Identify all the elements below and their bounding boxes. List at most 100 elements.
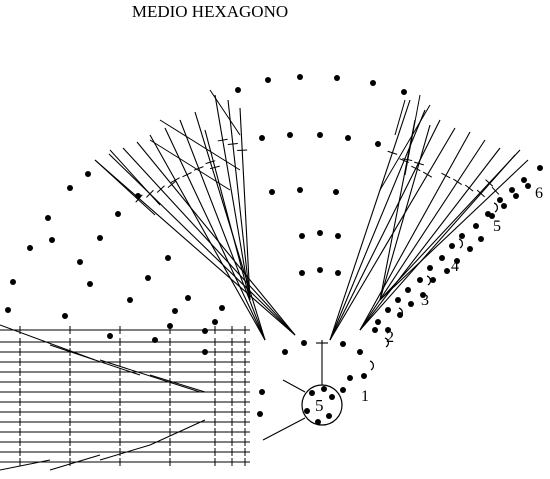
double-crochet-post (329, 119, 441, 341)
post-crossbar (170, 177, 180, 183)
chain-dot (269, 189, 275, 195)
chain-dot (333, 189, 339, 195)
chain-dot (87, 281, 93, 287)
chain-dot (45, 215, 51, 221)
chain-dots (5, 74, 543, 425)
chain-dot (537, 165, 543, 171)
chain-dot (127, 297, 133, 303)
stitch-posts (0, 89, 529, 471)
chain-dot (317, 267, 323, 273)
chain-dot (317, 132, 323, 138)
chain-dot (454, 258, 460, 264)
ring-spoke (262, 417, 306, 441)
chain-dot (152, 337, 158, 343)
ring-count-label: 5 (315, 396, 324, 415)
chain-dot (509, 187, 515, 193)
chain-dot (347, 375, 353, 381)
chain-dot (62, 313, 68, 319)
chain-dot (97, 235, 103, 241)
double-crochet-post (329, 99, 411, 341)
chain-dot (297, 187, 303, 193)
picot-arcs (369, 202, 498, 371)
chain-dot (67, 185, 73, 191)
chain-dot (427, 265, 433, 271)
chain-dot (385, 327, 391, 333)
page-title: MEDIO HEXAGONO (131, 2, 289, 21)
fan-edge (109, 149, 161, 206)
post-crossbar (227, 142, 238, 146)
chain-dot (107, 333, 113, 339)
fan-edge (99, 359, 201, 393)
chain-dot (301, 340, 307, 346)
fan-edge (209, 89, 241, 136)
chain-dot (345, 135, 351, 141)
round-label-5: 5 (493, 218, 501, 235)
ring-spoke (282, 379, 306, 393)
post-crossbar (156, 185, 165, 193)
post-crossbar (387, 150, 398, 155)
chain-dot (513, 193, 519, 199)
round-label-3: 3 (421, 292, 429, 309)
post-crossbar (209, 165, 220, 170)
chain-dot (85, 171, 91, 177)
post-crossbar (485, 179, 494, 187)
chain-dot (49, 237, 55, 243)
double-crochet-post (149, 134, 266, 341)
magic-ring (301, 384, 343, 426)
chain-dot (478, 236, 484, 242)
double-crochet-post (379, 149, 521, 301)
chain-dot (299, 233, 305, 239)
chain-dot (521, 177, 527, 183)
chain-dot (375, 141, 381, 147)
chain-dot (77, 259, 83, 265)
double-crochet-post (204, 129, 251, 301)
post-crossbar (464, 184, 474, 192)
fan-edge (149, 139, 231, 191)
chain-dot (467, 246, 473, 252)
fan-edge (394, 99, 406, 136)
ring-dot (326, 413, 332, 419)
chain-dot (299, 270, 305, 276)
chain-dot (235, 87, 241, 93)
post-crossbar (217, 138, 228, 142)
post-crossbar (237, 149, 248, 151)
picot-arc (458, 238, 463, 249)
round-label-4: 4 (451, 258, 459, 275)
double-crochet-post (179, 119, 266, 341)
chain-dot (489, 213, 495, 219)
chain-dot (287, 132, 293, 138)
chain-dot (282, 349, 288, 355)
chain-dot (340, 341, 346, 347)
chain-dot (297, 74, 303, 80)
chain-dot (165, 255, 171, 261)
chain-dot (115, 211, 121, 217)
chain-dot (167, 323, 173, 329)
post-crossbar (422, 171, 433, 178)
chain-dot (172, 308, 178, 314)
chain-dot (10, 279, 16, 285)
ring-dot (329, 394, 335, 400)
double-crochet-post (108, 153, 296, 336)
chain-dot (497, 197, 503, 203)
post-crossbar (182, 172, 192, 178)
double-crochet-post (214, 94, 251, 301)
chain-dot (525, 183, 531, 189)
chain-dot (202, 349, 208, 355)
picot-arc (384, 337, 389, 348)
chain-dot (385, 307, 391, 313)
chain-dot (444, 268, 450, 274)
fan-edge (0, 324, 96, 361)
chain-dot (401, 89, 407, 95)
chain-dot (212, 319, 218, 325)
chain-dot (334, 75, 340, 81)
picot-arc (493, 202, 498, 213)
chain-dot (459, 233, 465, 239)
ring-dot (309, 390, 315, 396)
fan-edge (49, 344, 141, 376)
fan-edge (149, 374, 206, 393)
round-label-6: 6 (535, 185, 543, 202)
ring-dot (304, 408, 310, 414)
double-crochet-post (239, 107, 251, 301)
fan-edge (49, 454, 101, 471)
chain-dot (257, 411, 263, 417)
